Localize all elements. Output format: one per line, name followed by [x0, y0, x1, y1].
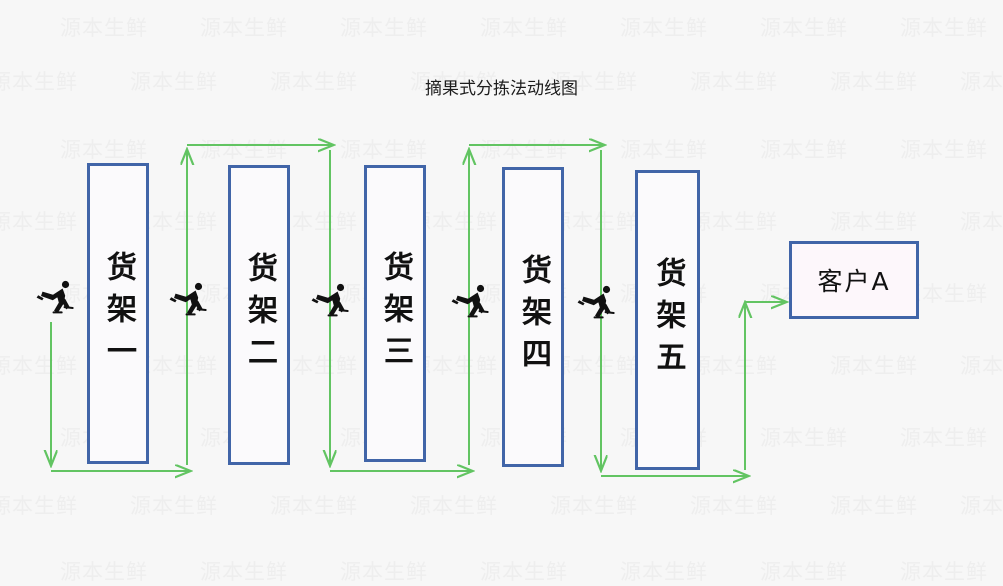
shelf-box-2[interactable]: 货架二	[228, 165, 290, 465]
picker-walking-icon	[310, 280, 350, 320]
shelf-label: 货架一	[101, 250, 136, 377]
shelf-label: 货架五	[650, 257, 686, 383]
shelf-label: 货架二	[242, 252, 277, 378]
picker-walking-icon	[168, 279, 208, 319]
page-title: 摘果式分拣法动线图	[425, 79, 578, 99]
shelf-label: 货架三	[378, 250, 413, 377]
shelf-box-1[interactable]: 货架一	[87, 163, 149, 464]
shelf-box-5[interactable]: 货架五	[635, 170, 700, 470]
picker-walking-icon	[35, 277, 75, 317]
picker-walking-icon	[576, 282, 616, 322]
customer-box[interactable]: 客户A	[789, 241, 919, 319]
shelf-label: 货架四	[516, 254, 551, 380]
shelf-box-3[interactable]: 货架三	[364, 165, 426, 462]
picker-walking-icon	[450, 281, 490, 321]
shelf-box-4[interactable]: 货架四	[502, 167, 564, 467]
customer-label: 客户A	[817, 267, 891, 296]
